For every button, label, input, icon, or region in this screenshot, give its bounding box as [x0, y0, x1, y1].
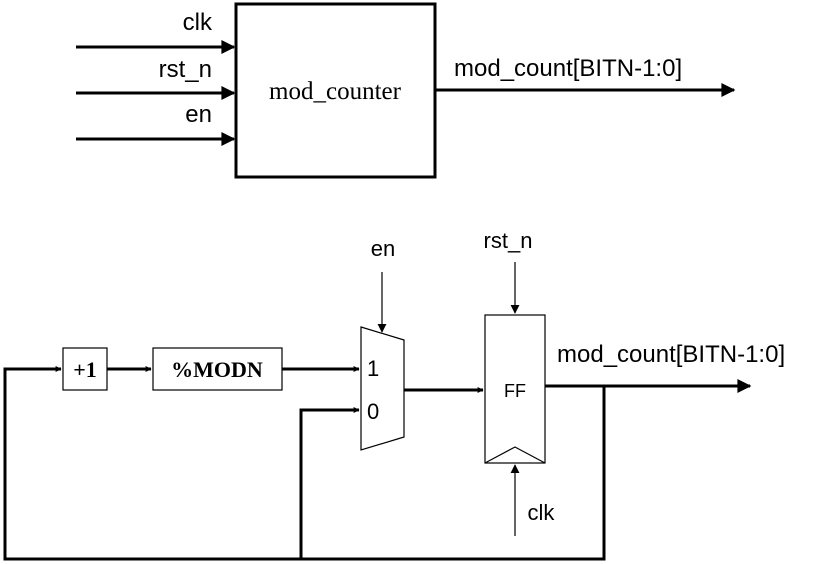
mux-shape — [360, 326, 405, 451]
flipflop-box — [484, 314, 546, 464]
flipflop-clock-notch — [484, 446, 546, 464]
increment-box — [62, 347, 108, 391]
rst-n-input-label: rst_n — [159, 56, 212, 83]
flipflop-label: FF — [504, 381, 526, 401]
mod-counter-box — [234, 2, 437, 179]
mux-input-0-label: 0 — [367, 399, 379, 424]
feedback-to-mux-zero-wire — [299, 407, 360, 559]
module-name-label: mod_counter — [269, 78, 402, 105]
ff-clock-label: clk — [528, 500, 556, 525]
en-input-label: en — [185, 101, 212, 128]
mux-input-1-label: 1 — [367, 356, 379, 381]
mod-count-output-label: mod_count[BITN-1:0] — [454, 55, 682, 82]
ff-reset-label: rst_n — [484, 228, 533, 253]
internal-circuit-view: +1 %MODN 1 0 en FF rst_n clk mo — [3, 228, 785, 561]
increment-label: +1 — [73, 357, 97, 382]
feedback-into-increment-wire — [3, 366, 606, 561]
mux-select-label: en — [371, 236, 395, 261]
module-block-view: mod_counter clk rst_n en mod_count[BITN-… — [76, 2, 736, 179]
clk-input-label: clk — [183, 9, 213, 36]
modulo-box — [152, 347, 283, 391]
modulo-label: %MODN — [171, 357, 263, 382]
ff-output-label: mod_count[BITN-1:0] — [557, 341, 785, 368]
